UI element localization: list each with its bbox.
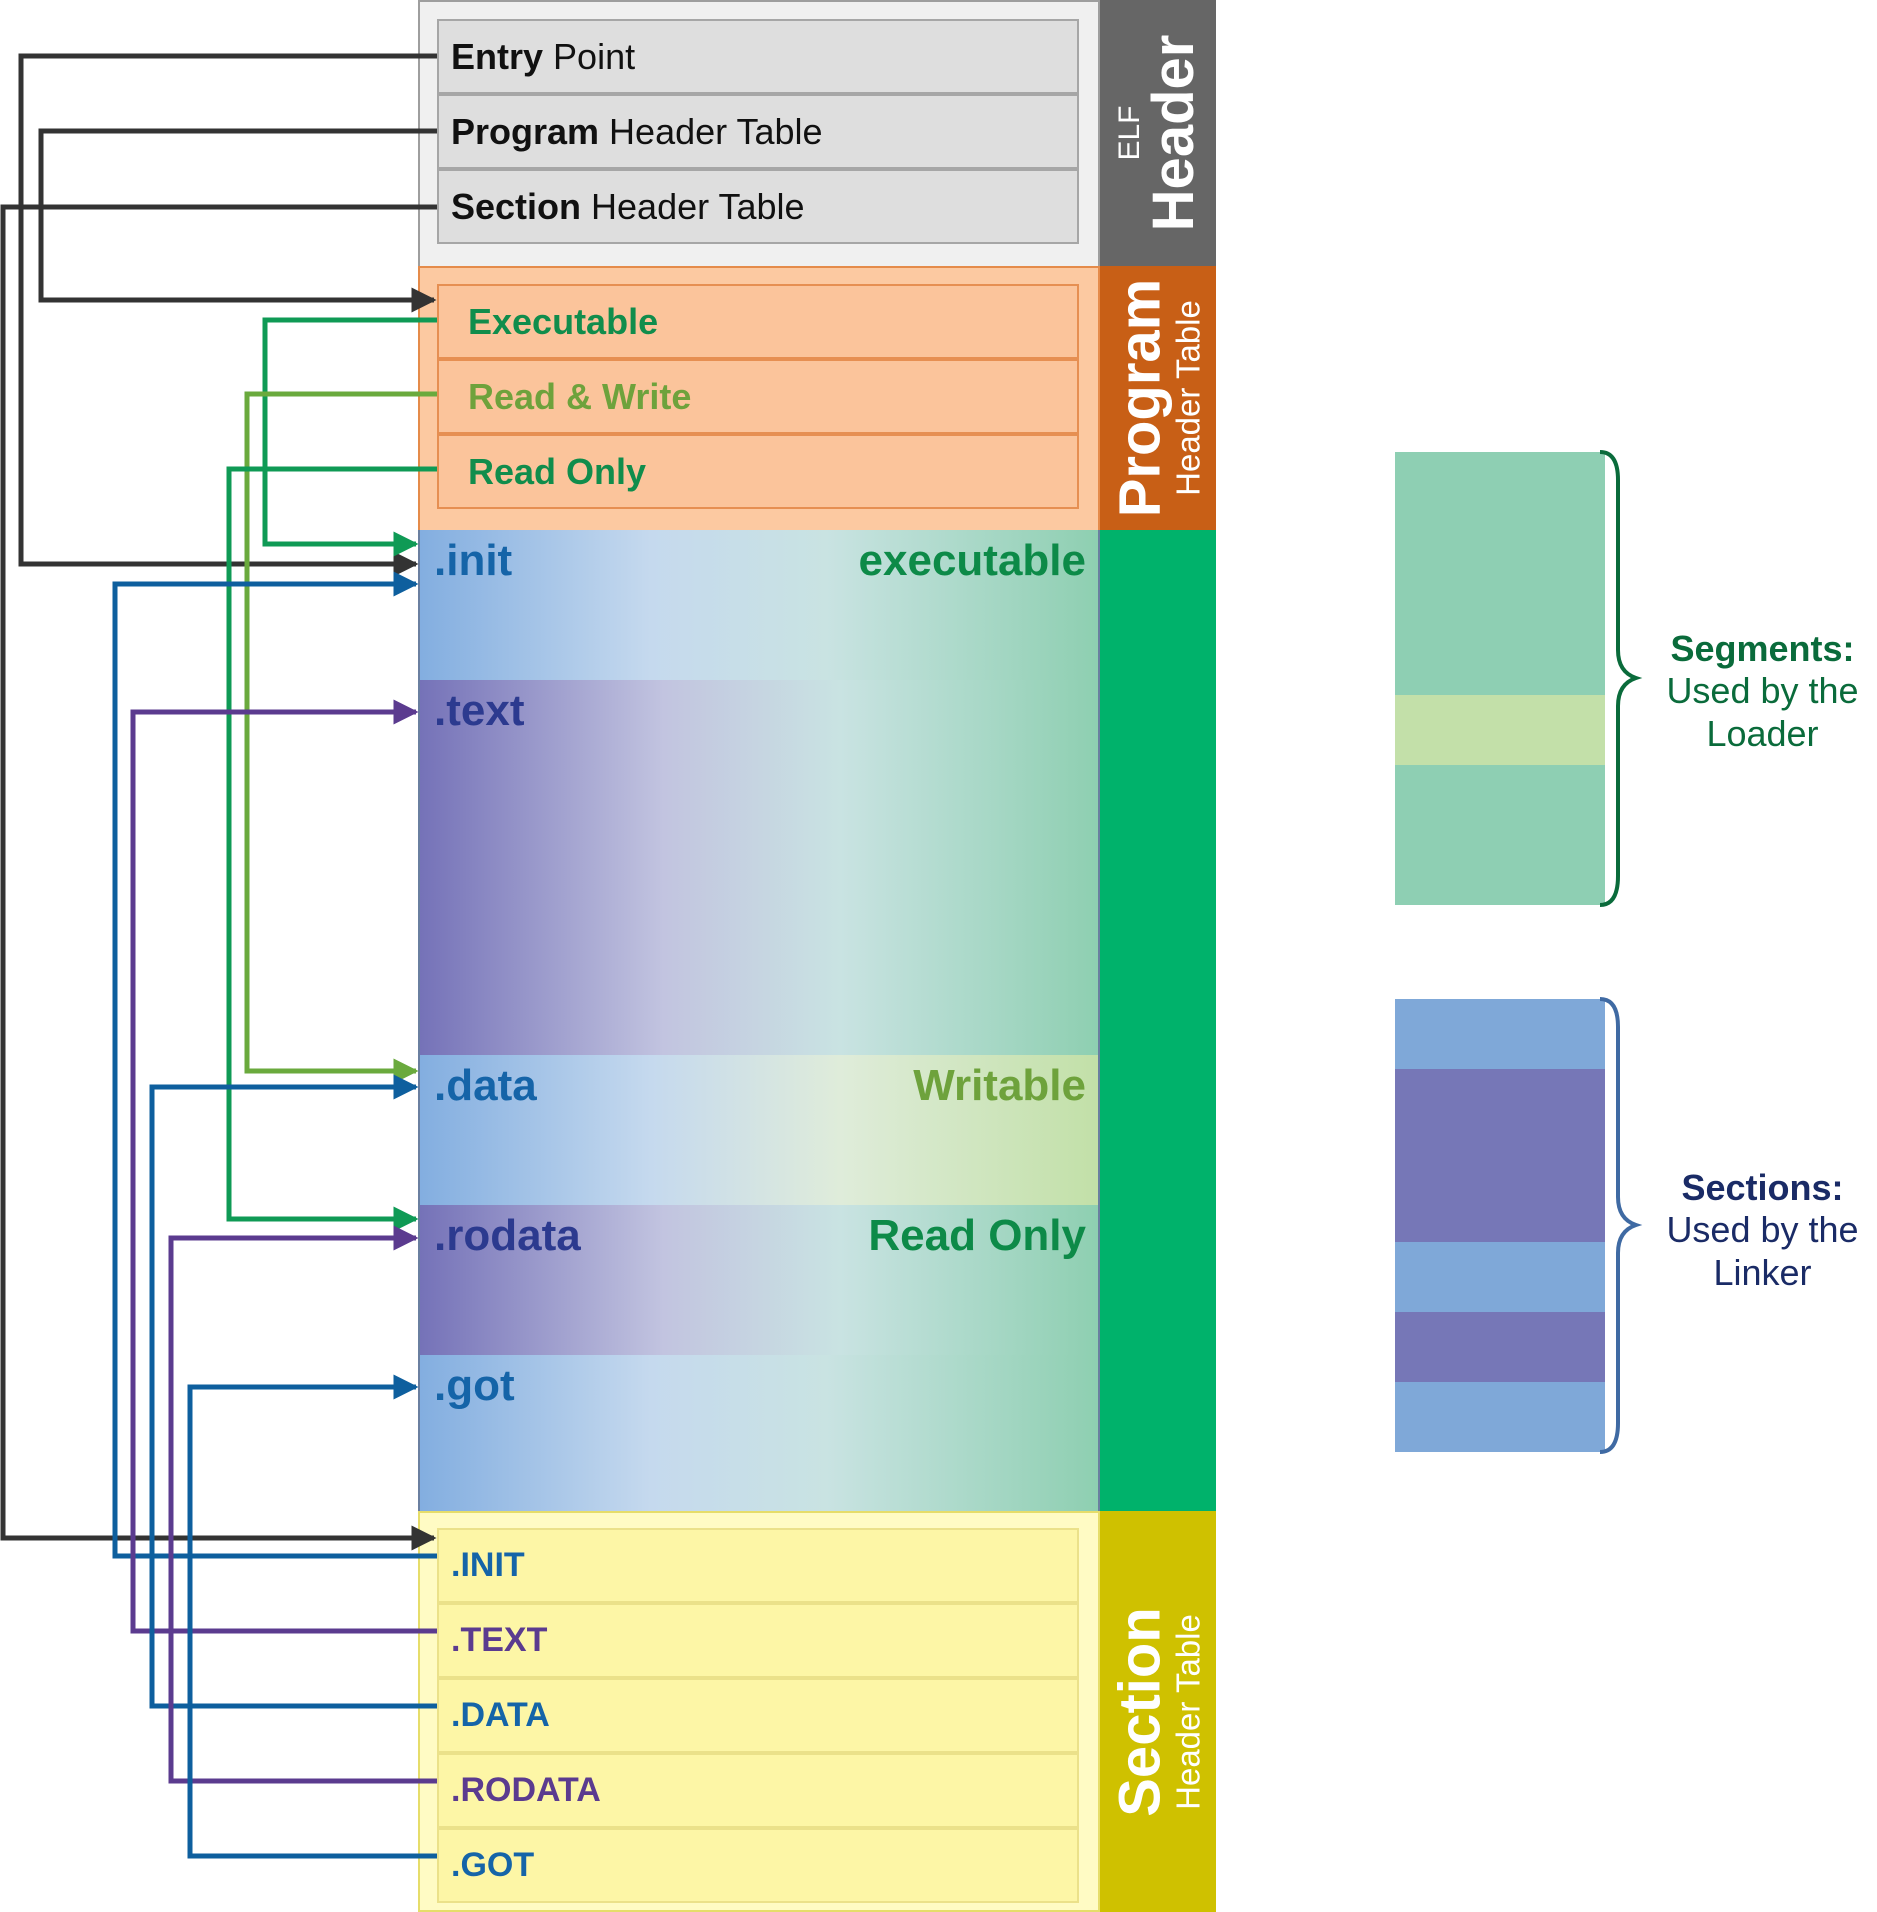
- program-row-executable: Executable: [437, 284, 1079, 359]
- section-text: .text: [420, 680, 1098, 1055]
- section-row-text: .TEXT: [437, 1603, 1079, 1678]
- program-row-label: Read & Write: [468, 375, 692, 417]
- elf-row-bold: Entry: [451, 35, 544, 77]
- section-row-label: .TEXT: [451, 1621, 548, 1659]
- program-row-label: Executable: [468, 300, 659, 342]
- elf-row-text: Point: [553, 35, 636, 77]
- section-flag: executable: [858, 536, 1086, 585]
- section-row-data: .DATA: [437, 1678, 1079, 1753]
- arrow-section-header-table: [0, 204, 437, 1551]
- sections-swatch-3: [1395, 1242, 1605, 1312]
- elf-row-bold: Program: [451, 110, 600, 152]
- sections-line2: Linker: [1713, 1251, 1812, 1293]
- sections-body-band: [1100, 530, 1216, 1511]
- segments-line2: Loader: [1706, 712, 1819, 754]
- section-row-got: .GOT: [437, 1828, 1079, 1903]
- section-name: .data: [434, 1061, 537, 1110]
- section-flag: Read Only: [868, 1211, 1086, 1260]
- section-flag: Writable: [913, 1061, 1086, 1110]
- section-header-table-band: Section Header Table: [1100, 1511, 1216, 1912]
- arrow-read-only-to-rodata: [226, 466, 437, 1232]
- segments-swatch-2: [1395, 695, 1605, 765]
- segments-line1: Used by the: [1666, 670, 1859, 712]
- sections-title: Sections:: [1681, 1167, 1844, 1208]
- section-row-label: .RODATA: [451, 1771, 601, 1809]
- arrow-entry-point-to-init: [18, 53, 437, 577]
- section-row-rodata: .RODATA: [437, 1753, 1079, 1828]
- arrow-RODATA-to-rodata: [168, 1225, 437, 1784]
- section-row-init: .INIT: [437, 1528, 1079, 1603]
- section-got: .got: [420, 1355, 1098, 1511]
- arrow-program-header-table: [38, 128, 437, 313]
- sections-body: .init executable .text .data Writable .r…: [418, 530, 1100, 1511]
- arrow-INIT-to-init: [112, 571, 437, 1559]
- section-rodata: .rodata Read Only: [420, 1205, 1098, 1355]
- section-name: .text: [434, 686, 525, 735]
- elf-row-text: Header Table: [609, 110, 823, 152]
- arrow-TEXT-to-text: [130, 699, 437, 1634]
- elf-row-text: Header Table: [591, 185, 805, 227]
- section-name: .rodata: [434, 1211, 581, 1260]
- sections-swatch-5: [1395, 1382, 1605, 1452]
- arrow-executable-to-init: [262, 317, 437, 557]
- segments-swatch-3: [1395, 765, 1605, 905]
- segments-swatch-1: [1395, 452, 1605, 695]
- sections-swatch-1: [1395, 999, 1605, 1069]
- section-data: .data Writable: [420, 1055, 1098, 1205]
- section-row-label: .GOT: [451, 1846, 535, 1884]
- arrow-read-write-to-data: [244, 391, 437, 1084]
- section-name: .init: [434, 536, 513, 585]
- segments-brace: [1599, 450, 1643, 907]
- program-row-read-write: Read & Write: [437, 359, 1079, 434]
- section-init: .init executable: [420, 530, 1098, 680]
- segments-legend-text: Segments: Used by the Loader: [1655, 628, 1870, 755]
- segments-title: Segments:: [1670, 628, 1855, 669]
- sections-swatch-4: [1395, 1312, 1605, 1382]
- elf-row-bold: Section: [451, 185, 582, 227]
- sections-swatch-2: [1395, 1069, 1605, 1242]
- section-name: .got: [434, 1361, 515, 1410]
- arrow-GOT-to-got: [187, 1374, 437, 1859]
- section-row-label: .DATA: [451, 1696, 550, 1734]
- section-row-label: .INIT: [451, 1546, 525, 1584]
- arrow-DATA-to-data: [149, 1074, 437, 1709]
- sections-legend-text: Sections: Used by the Linker: [1655, 1167, 1870, 1294]
- program-row-read-only: Read Only: [437, 434, 1079, 509]
- program-row-label: Read Only: [468, 450, 647, 492]
- sections-line1: Used by the: [1666, 1209, 1859, 1251]
- elf-header-band: ELF Header: [1100, 0, 1216, 266]
- program-header-table-band: Program Header Table: [1100, 266, 1216, 530]
- sections-brace: [1599, 997, 1643, 1454]
